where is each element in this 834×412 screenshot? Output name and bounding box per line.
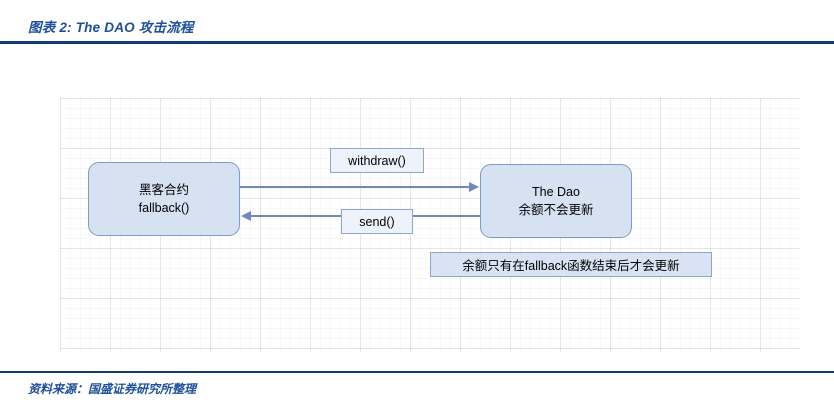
node-the-dao-line2: 余额不会更新 bbox=[518, 203, 594, 217]
node-hacker-contract-line2: fallback() bbox=[138, 201, 190, 215]
title-divider bbox=[0, 41, 834, 44]
node-the-dao[interactable]: The Dao 余额不会更新 bbox=[480, 164, 632, 238]
arrowhead-left-icon bbox=[241, 210, 251, 221]
node-hacker-contract-line1: 黑客合约 bbox=[138, 183, 189, 197]
node-the-dao-line1: The Dao bbox=[532, 185, 580, 199]
source-divider bbox=[0, 371, 834, 373]
diagram-canvas: 黑客合约 fallback() The Dao 余额不会更新 withdraw(… bbox=[60, 98, 800, 352]
page-title: 图表 2: The DAO 攻击流程 bbox=[28, 20, 194, 35]
arrow-withdraw bbox=[240, 186, 470, 188]
node-hacker-contract[interactable]: 黑客合约 fallback() bbox=[88, 162, 240, 236]
edge-label-withdraw[interactable]: withdraw() bbox=[330, 148, 424, 173]
source-note: 资料来源：国盛证券研究所整理 bbox=[28, 382, 197, 396]
annotation-balance-note[interactable]: 余额只有在fallback函数结束后才会更新 bbox=[430, 252, 712, 277]
arrowhead-right-icon bbox=[469, 181, 479, 192]
edge-label-send[interactable]: send() bbox=[341, 209, 413, 234]
